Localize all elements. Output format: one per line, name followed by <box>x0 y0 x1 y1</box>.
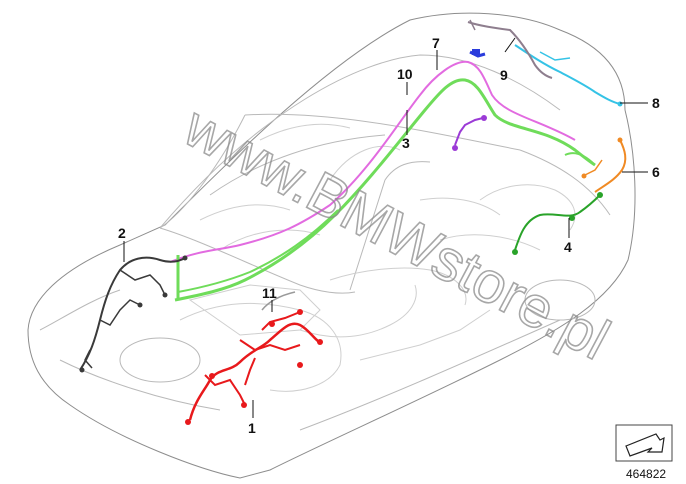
callout-3: 3 <box>402 135 410 151</box>
callout-7: 7 <box>432 35 440 51</box>
harness-1 <box>185 309 323 425</box>
engine-bay-components <box>179 123 576 392</box>
callout-9: 9 <box>500 67 508 83</box>
watermark: www.BMWstore.pl <box>173 94 620 373</box>
harness-7 <box>469 49 486 58</box>
callout-6: 6 <box>652 164 660 180</box>
callout-leaders <box>123 37 648 418</box>
harness-6 <box>581 137 627 193</box>
harness-3 <box>174 78 596 302</box>
harness-4 <box>512 192 603 255</box>
harness-9 <box>467 19 553 79</box>
callout-11: 11 <box>262 285 277 301</box>
harness-10 <box>169 60 576 263</box>
callout-10: 10 <box>397 66 413 82</box>
callout-2: 2 <box>118 225 126 241</box>
reference-number: 464822 <box>626 467 666 481</box>
harness-8 <box>514 44 623 107</box>
harness-2 <box>79 255 188 373</box>
harness-11 <box>261 291 296 311</box>
callout-4: 4 <box>564 239 572 255</box>
car-body-outline <box>27 12 636 479</box>
direction-arrow-icon <box>625 433 665 457</box>
reference-box: 464822 <box>615 424 673 481</box>
callout-1: 1 <box>248 420 256 436</box>
harness-purple <box>452 115 487 151</box>
callout-8: 8 <box>652 95 660 111</box>
